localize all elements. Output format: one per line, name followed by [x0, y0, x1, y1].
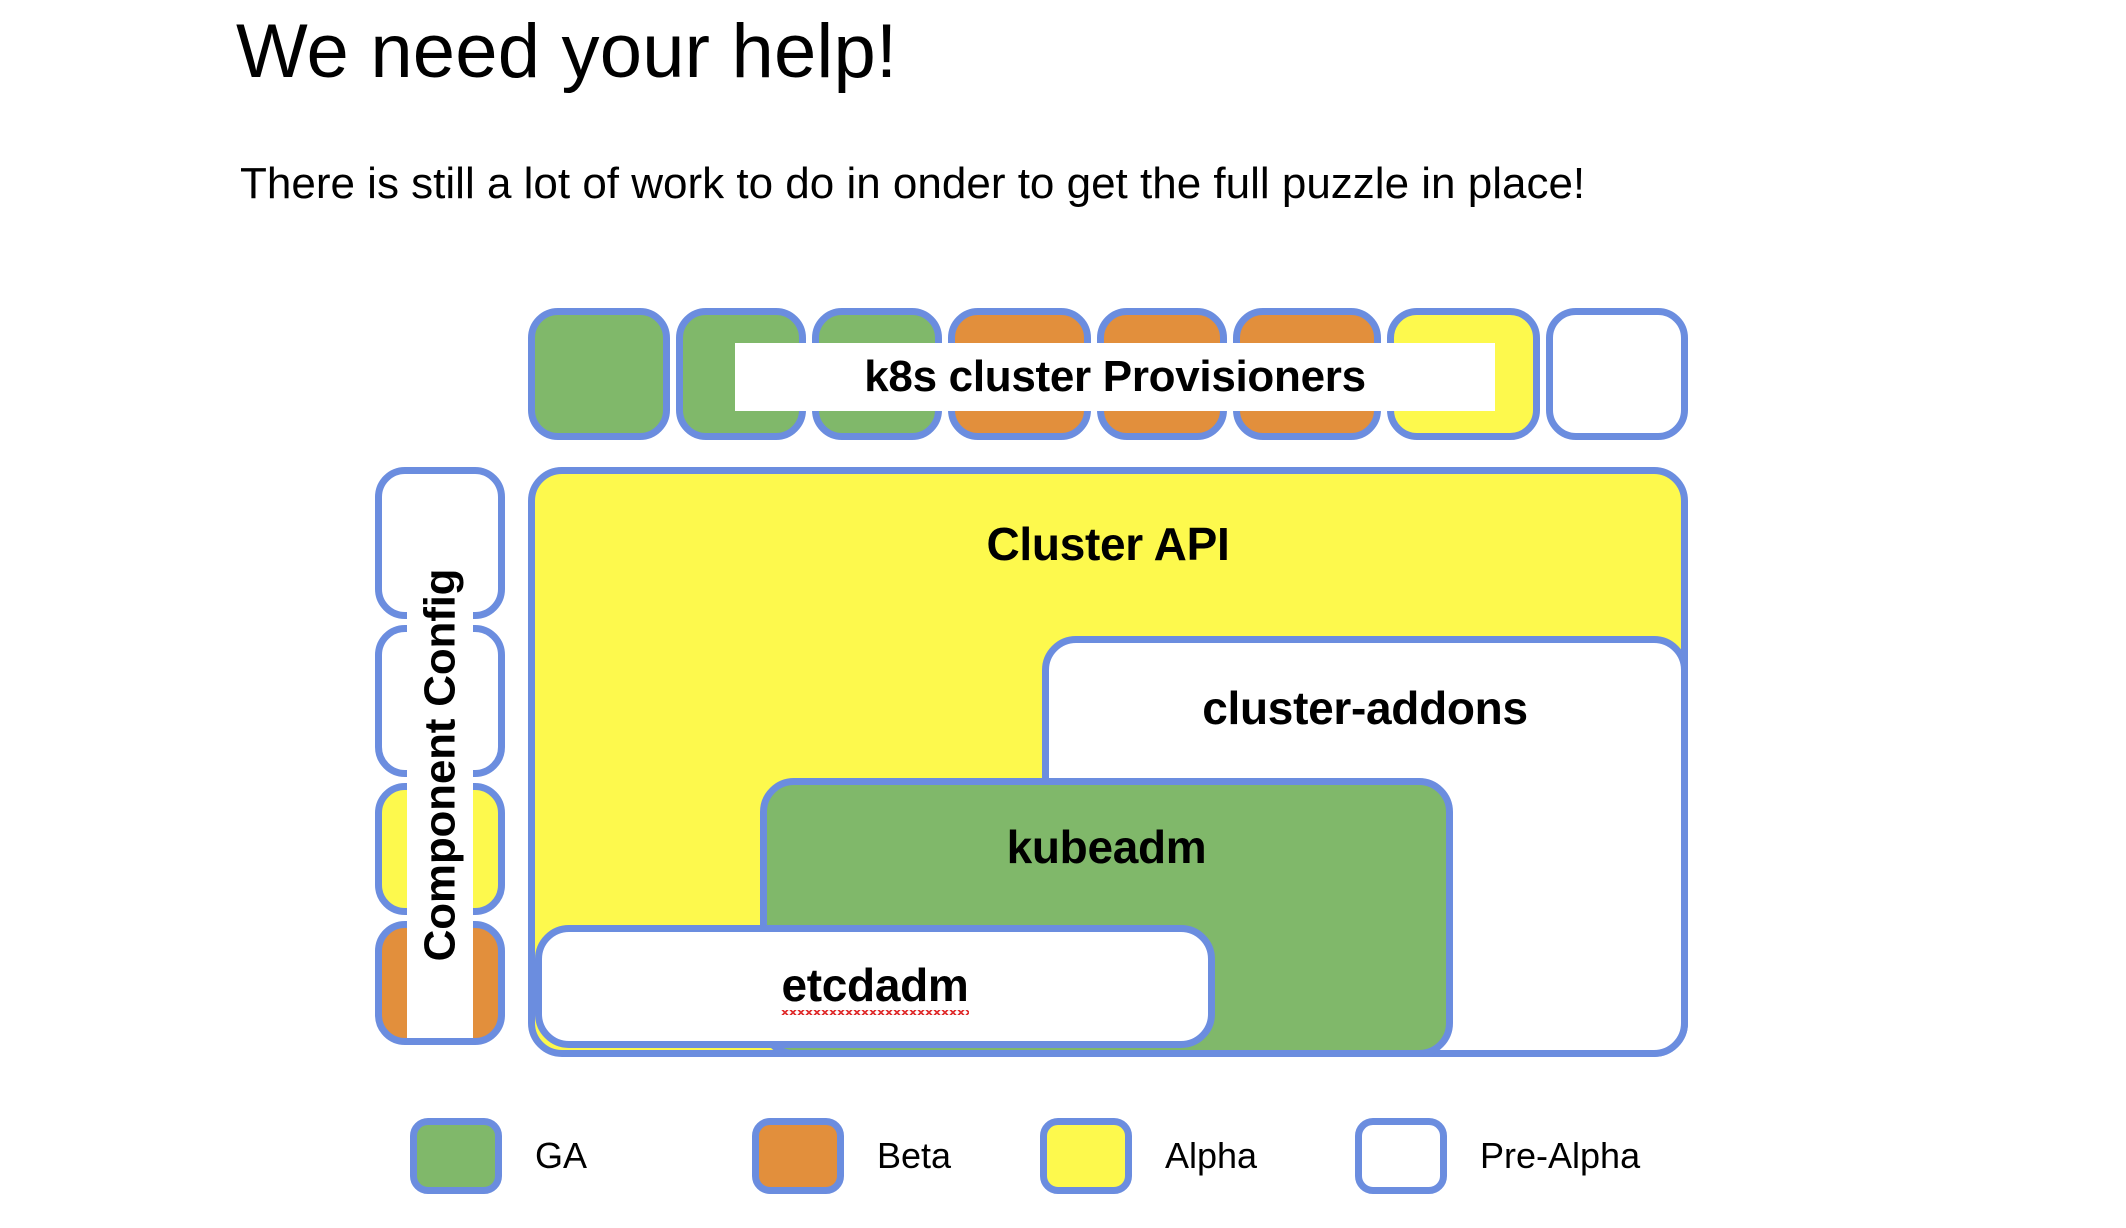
- box-etcdadm-label: etcdadm: [542, 958, 1208, 1015]
- legend-label-ga: GA: [535, 1135, 588, 1176]
- page-title: We need your help!: [236, 9, 898, 94]
- page-subtitle: There is still a lot of work to do in on…: [240, 159, 1586, 208]
- box-etcdadm[interactable]: etcdadm: [535, 925, 1215, 1048]
- legend-swatch-ga: [410, 1118, 502, 1194]
- k8s-cluster-provisioners-label: k8s cluster Provisioners: [735, 343, 1495, 411]
- box-cluster-api-label: Cluster API: [986, 518, 1230, 570]
- legend-label-alpha: Alpha: [1165, 1135, 1258, 1176]
- component-config-label: Component Config: [407, 492, 473, 1038]
- legend-swatch-pre-alpha: [1355, 1118, 1447, 1194]
- legend-swatch-alpha: [1040, 1118, 1132, 1194]
- legend-label-pre-alpha: Pre-Alpha: [1480, 1135, 1641, 1176]
- box-kubeadm-label: kubeadm: [1006, 821, 1207, 873]
- legend-swatch-beta: [752, 1118, 844, 1194]
- legend-label-beta: Beta: [877, 1135, 952, 1176]
- component-config-label-text: Component Config: [415, 568, 464, 962]
- provisioner-tile-1[interactable]: [528, 308, 670, 440]
- provisioner-tile-8[interactable]: [1546, 308, 1688, 440]
- box-cluster-addons-label: cluster-addons: [1202, 682, 1528, 734]
- box-etcdadm-label-text: etcdadm: [781, 958, 969, 1015]
